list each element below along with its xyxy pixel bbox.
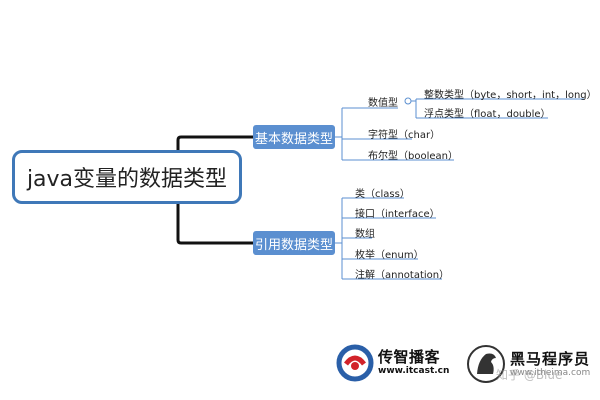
- branch-label: 基本数据类型: [254, 131, 333, 147]
- node-class[interactable]: 类（class）: [355, 189, 410, 200]
- itheima-name: 黑马程序员: [510, 350, 591, 368]
- node-integer-types[interactable]: 整数类型（byte，short，int，long）: [424, 90, 597, 101]
- node-float-types[interactable]: 浮点类型（float，double）: [424, 109, 551, 120]
- node-boolean[interactable]: 布尔型（boolean）: [368, 151, 458, 162]
- connector-basic-fan: [335, 108, 343, 160]
- branch-reference-types[interactable]: 引用数据类型: [253, 231, 335, 255]
- connector-root-basic: [176, 135, 253, 150]
- horse-icon: [467, 345, 505, 383]
- collapse-toggle: [404, 97, 412, 105]
- branch-label: 引用数据类型: [254, 237, 333, 253]
- itcast-name: 传智播客: [378, 348, 441, 366]
- root-node[interactable]: java变量的数据类型: [12, 150, 242, 204]
- branch-basic-types[interactable]: 基本数据类型: [253, 125, 335, 149]
- itheima-logo: 黑马程序员 www.itheima.com: [466, 344, 596, 384]
- connector-root-reference: [176, 204, 253, 245]
- connector-reference-fan: [335, 198, 343, 279]
- itcast-logo-icon: [336, 344, 374, 382]
- node-array[interactable]: 数组: [355, 229, 375, 240]
- zhihu-watermark: 知乎 @Blue: [496, 368, 563, 382]
- node-interface[interactable]: 接口（interface）: [355, 209, 440, 220]
- root-label: java变量的数据类型: [26, 167, 228, 192]
- node-enum[interactable]: 枚举（enum）: [355, 250, 424, 261]
- node-char[interactable]: 字符型（char）: [368, 130, 441, 141]
- itheima-url: www.itheima.com: [510, 368, 591, 378]
- node-numeric[interactable]: 数值型: [368, 98, 398, 109]
- itcast-url: www.itcast.cn: [378, 366, 450, 376]
- itcast-logo: 传智播客 www.itcast.cn: [336, 344, 450, 384]
- node-annotation[interactable]: 注解（annotation）: [355, 270, 450, 281]
